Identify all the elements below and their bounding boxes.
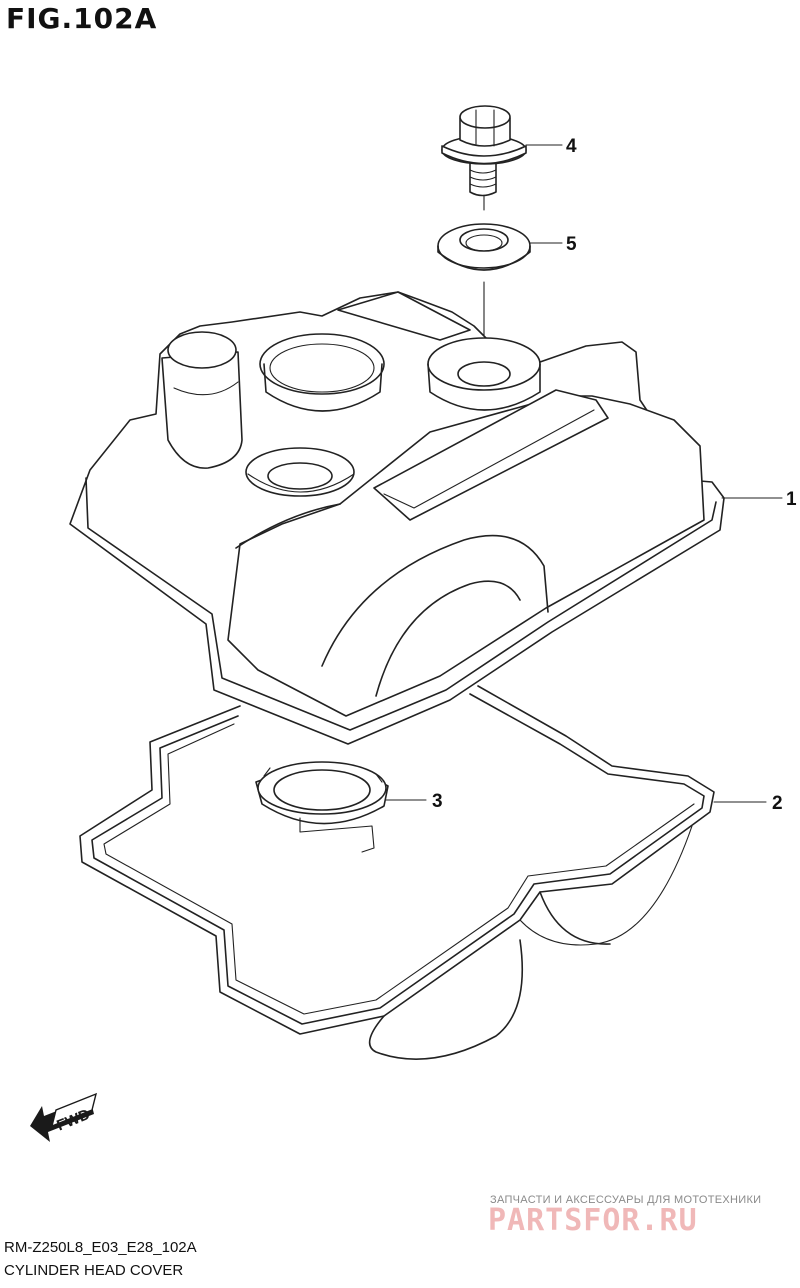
seal-washer-part-5[interactable] — [437, 223, 531, 271]
figure-title: FIG.102A — [6, 2, 158, 35]
callout-3[interactable]: 3 — [432, 791, 443, 812]
callout-5[interactable]: 5 — [566, 234, 577, 255]
callout-leaders — [385, 144, 783, 803]
callout-2[interactable]: 2 — [772, 793, 783, 814]
watermark-tagline: ЗАПЧАСТИ И АКСЕССУАРЫ ДЛЯ МОТОТЕХНИКИ — [490, 1194, 762, 1206]
cover-gasket-part-2[interactable] — [79, 685, 715, 1060]
flange-bolt-part-4[interactable] — [441, 105, 527, 211]
diagram-name: CYLINDER HEAD COVER — [4, 1262, 184, 1279]
plug-hole-seal-part-3[interactable] — [255, 761, 389, 853]
fwd-arrow-icon: FWD — [30, 1092, 98, 1142]
cylinder-head-cover-part-1[interactable] — [69, 291, 725, 745]
callout-4[interactable]: 4 — [566, 136, 577, 157]
diagram-code: RM-Z250L8_E03_E28_102A — [4, 1239, 197, 1256]
callout-1[interactable]: 1 — [786, 489, 797, 510]
watermark-logo: PARTSFOR.RU — [488, 1203, 698, 1238]
